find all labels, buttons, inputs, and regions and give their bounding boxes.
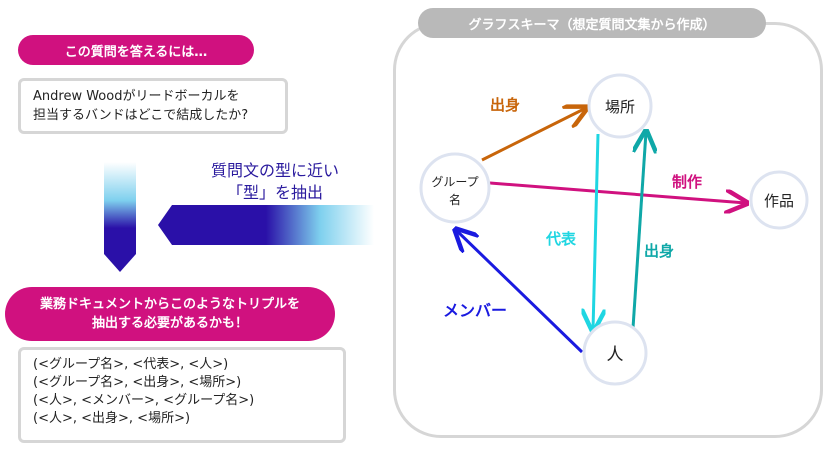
node-work-label: 作品	[764, 192, 794, 210]
node-group-label-line2: 名	[449, 192, 461, 207]
node-person-label: 人	[607, 345, 624, 365]
node-place	[587, 73, 653, 139]
edge-label-group-work: 制作	[672, 173, 702, 191]
document-callout: 業務ドキュメントからこのようなトリプルを 抽出する必要があるかも！	[5, 287, 335, 341]
document-callout-line2: 抽出する必要があるかも！	[91, 316, 248, 331]
question-box: Andrew Woodがリードボーカルを 担当するバンドはどこで結成したか?	[18, 78, 288, 134]
schema-title: グラフスキーマ（想定質問文集から作成）	[418, 8, 766, 38]
triple-item: (<人>, <出身>, <場所>)	[33, 411, 191, 426]
question-text-line2: 担当するバンドはどこで結成したか?	[33, 108, 249, 123]
edge-group-work	[489, 181, 746, 203]
extract-label-line1: 質問文の型に近い	[210, 161, 339, 180]
node-place-label: 場所	[605, 98, 635, 116]
triple-item: (<グループ名>, <代表>, <人>)	[33, 357, 229, 372]
edge-group-person	[593, 133, 598, 330]
node-work	[749, 170, 809, 230]
edge-label-person-group: メンバー	[443, 301, 507, 320]
question-header: この質問を答えるには…	[18, 35, 254, 65]
edge-label-group-person: 代表	[545, 230, 577, 248]
extract-label: 質問文の型に近い 「型」を抽出	[180, 160, 370, 204]
question-text-line1: Andrew Woodがリードボーカルを	[33, 89, 240, 104]
edge-person-group	[456, 230, 584, 354]
node-person	[582, 320, 648, 386]
extract-label-line2: 「型」を抽出	[226, 183, 323, 202]
document-callout-line1: 業務ドキュメントからこのようなトリプルを	[39, 297, 300, 312]
triple-item: (<人>, <メンバー>, <グループ名>)	[33, 393, 255, 408]
node-group-label-line1: グループ	[431, 175, 478, 189]
triples-box: (<グループ名>, <代表>, <人>) (<グループ名>, <出身>, <場所…	[18, 347, 346, 443]
left-arrow-icon	[158, 205, 374, 245]
edge-label-group-place: 出身	[490, 96, 520, 114]
edge-label-person-place: 出身	[644, 242, 674, 260]
node-group	[419, 152, 491, 224]
triple-item: (<グループ名>, <出身>, <場所>)	[33, 375, 242, 390]
edge-group-place	[481, 108, 586, 162]
down-arrow-icon	[104, 162, 136, 272]
edge-person-place	[631, 132, 646, 329]
